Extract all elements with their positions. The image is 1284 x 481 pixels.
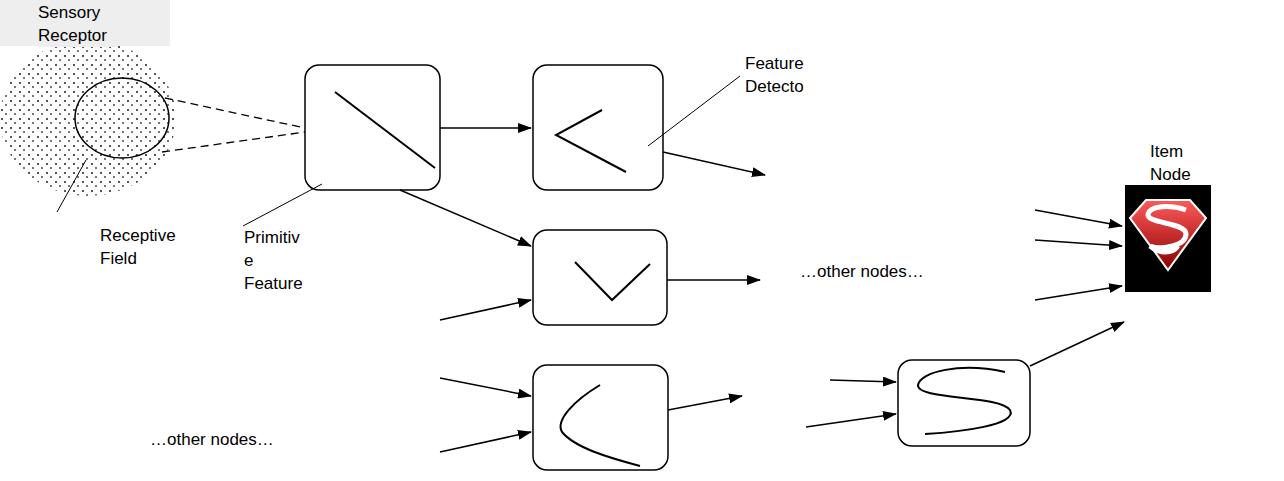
label-patch [0, 0, 170, 46]
arrow [668, 396, 742, 410]
arrow [830, 380, 896, 382]
leader-line [648, 76, 740, 146]
item-node-icon [1125, 185, 1211, 292]
arrow [806, 414, 896, 427]
callout-label: Receptive Field [100, 224, 182, 270]
arrow [440, 127, 531, 129]
arrow [1035, 286, 1122, 300]
feature-box [898, 360, 1030, 446]
note-label: …other nodes… [800, 260, 960, 283]
receptor-field [0, 40, 180, 200]
callout-label: Primitiv e Feature [244, 226, 310, 295]
v-feature [575, 262, 650, 300]
leader-line [243, 184, 322, 226]
feature-box [305, 65, 440, 190]
callout-label: Item Node [1150, 140, 1200, 186]
feature-box [533, 365, 668, 470]
arrow [1035, 240, 1122, 246]
arrow [440, 378, 531, 396]
feature-box [533, 65, 663, 190]
arrow [663, 152, 765, 175]
arrow [667, 279, 760, 281]
curve-feature [561, 385, 640, 466]
leader-line [57, 160, 86, 212]
callout-label: Feature Detecto [745, 52, 817, 98]
feature-box [533, 230, 667, 325]
s-feature [918, 368, 1011, 434]
arrow [1035, 210, 1122, 226]
note-label: …other nodes… [150, 428, 310, 451]
receptive-field-circle [75, 78, 169, 158]
arrow [440, 432, 531, 452]
projection-line [162, 132, 305, 152]
part-label: Sensory Receptor [38, 1, 118, 47]
arrow [1030, 322, 1124, 366]
arrow [400, 190, 531, 246]
projection-line [165, 98, 305, 128]
angle-feature [556, 110, 626, 172]
line-feature [335, 92, 435, 168]
arrow [440, 300, 531, 320]
